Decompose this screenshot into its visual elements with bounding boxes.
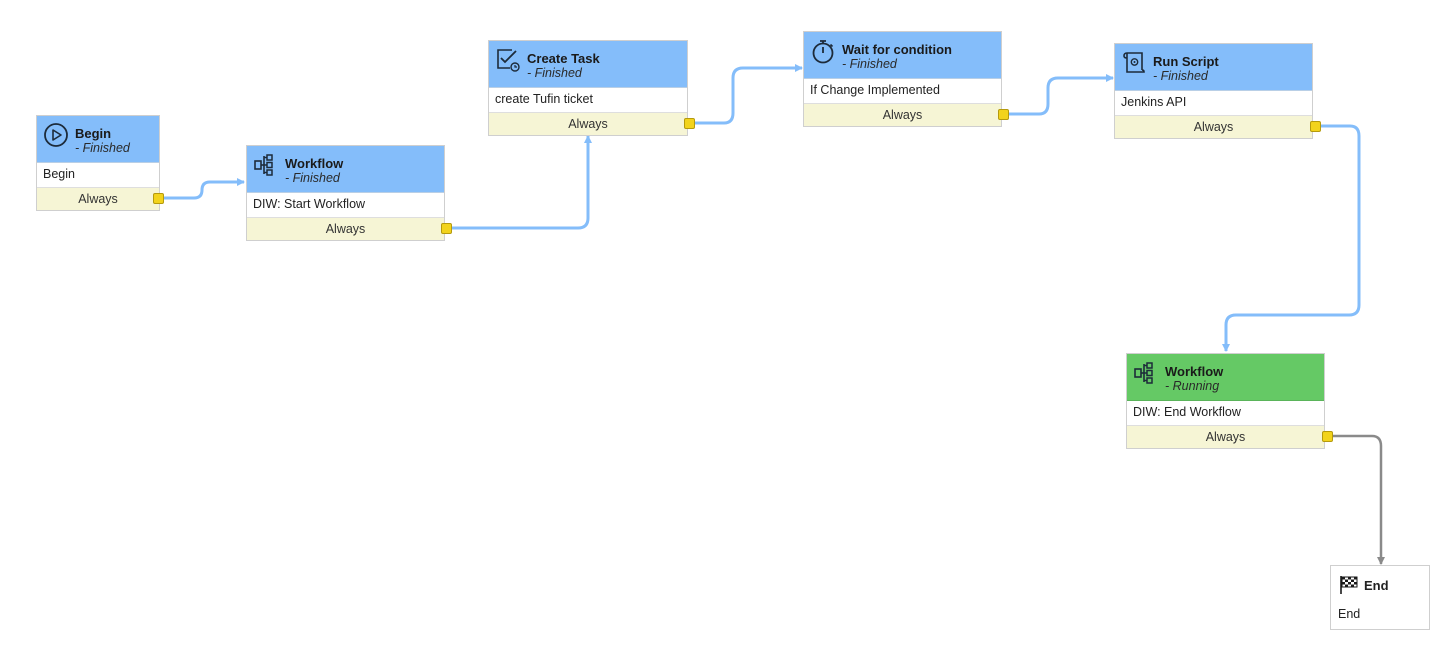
node-footer: Always <box>37 188 164 210</box>
node-status: - Finished <box>285 171 340 185</box>
script-scroll-icon <box>1121 50 1147 76</box>
output-port[interactable] <box>684 118 695 129</box>
node-description: Begin <box>37 163 159 188</box>
workflow-icon <box>1133 360 1159 386</box>
footer-label: Always <box>78 192 118 206</box>
footer-label: Always <box>882 108 923 122</box>
stopwatch-icon <box>810 38 836 64</box>
workflow-icon <box>253 152 279 178</box>
node-description: DIW: Start Workflow <box>247 193 444 218</box>
node-description: DIW: End Workflow <box>1127 401 1324 426</box>
node-begin[interactable]: Begin - Finished Begin Always <box>36 115 164 211</box>
output-port[interactable] <box>1310 121 1321 132</box>
footer-label: Always <box>1205 430 1246 444</box>
connector-wait-to-run-script[interactable] <box>1008 74 1114 116</box>
node-status: - Running <box>1165 379 1220 393</box>
task-checkbox-icon <box>495 47 521 73</box>
footer-label: Always <box>325 222 366 236</box>
node-run-script[interactable]: Run Script - Finished Jenkins API Always <box>1114 43 1321 139</box>
node-footer: Always <box>1127 426 1333 448</box>
connector-create-task-to-wait[interactable] <box>693 64 803 125</box>
node-description: Jenkins API <box>1115 91 1312 116</box>
connector-workflow-to-end[interactable] <box>1331 434 1385 565</box>
footer-label: Always <box>568 117 608 131</box>
connector-begin-to-workflow[interactable] <box>163 178 245 200</box>
node-footer: Always <box>804 104 1009 126</box>
node-workflow-end[interactable]: Workflow - Running DIW: End Workflow Alw… <box>1126 353 1333 449</box>
connector-run-script-to-workflow[interactable] <box>1222 124 1361 352</box>
node-status: - Finished <box>1153 69 1208 83</box>
node-end[interactable]: End End <box>1330 565 1430 630</box>
node-footer: Always <box>247 218 452 240</box>
node-description: End <box>1338 607 1361 621</box>
node-status: - Finished <box>842 57 897 71</box>
play-circle-icon <box>43 122 69 148</box>
output-port[interactable] <box>441 223 452 234</box>
footer-label: Always <box>1193 120 1234 134</box>
checkered-flag-icon <box>1339 575 1359 595</box>
node-description: create Tufin ticket <box>489 88 687 113</box>
node-footer: Always <box>489 113 695 135</box>
connector-workflow-to-create-task[interactable] <box>451 135 592 230</box>
node-title: Run Script <box>1153 54 1219 69</box>
node-title: Workflow <box>1165 364 1224 379</box>
node-title: End <box>1364 578 1389 593</box>
node-workflow-start[interactable]: Workflow - Finished DIW: Start Workflow … <box>246 145 452 241</box>
node-title: Begin <box>75 126 112 141</box>
output-port[interactable] <box>153 193 164 204</box>
node-status: - Finished <box>75 141 130 155</box>
node-status: - Finished <box>527 66 582 80</box>
node-footer: Always <box>1115 116 1321 138</box>
node-create-task[interactable]: Create Task - Finished create Tufin tick… <box>488 40 695 136</box>
node-title: Create Task <box>527 51 600 66</box>
node-title: Workflow <box>285 156 344 171</box>
node-description: If Change Implemented <box>804 79 1001 104</box>
node-wait-for-condition[interactable]: Wait for condition - Finished If Change … <box>803 31 1009 127</box>
output-port[interactable] <box>998 109 1009 120</box>
node-title: Wait for condition <box>842 42 952 57</box>
output-port[interactable] <box>1322 431 1333 442</box>
